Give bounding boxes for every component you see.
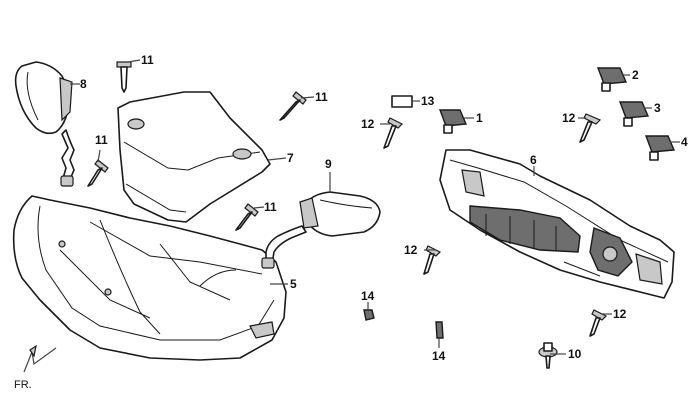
nut-14-left — [363, 309, 375, 321]
callout-4: 4 — [681, 135, 688, 149]
callout-13: 13 — [421, 94, 435, 108]
callout-12: 12 — [404, 243, 418, 257]
screw-11-left — [87, 159, 109, 187]
clip-14-right — [435, 321, 444, 339]
callout-1: 1 — [476, 111, 483, 125]
callout-12: 12 — [613, 307, 627, 321]
callout-11: 11 — [95, 133, 108, 147]
screw-11-right — [279, 91, 307, 121]
direction-arrow-icon — [23, 347, 57, 373]
callout-6: 6 — [530, 153, 537, 167]
callout-3: 3 — [654, 101, 661, 115]
bolt-10 — [538, 342, 558, 369]
left-mirror — [14, 61, 75, 187]
callout-5: 5 — [290, 277, 297, 291]
top-cover — [117, 91, 271, 223]
right-mirror — [261, 191, 381, 269]
screw-12-d — [589, 309, 608, 337]
callout-12: 12 — [562, 111, 576, 125]
rear-handlebar-cover — [439, 149, 675, 299]
label-plate — [391, 95, 413, 108]
callout-8: 8 — [80, 77, 87, 91]
screw-12-a — [383, 117, 404, 149]
callout-11: 11 — [141, 53, 154, 67]
callout-12: 12 — [361, 117, 375, 131]
clip-3 — [618, 101, 650, 127]
callout-labels: 11 8 11 11 7 11 9 5 13 12 1 6 2 3 4 12 1… — [80, 53, 688, 363]
clip-4 — [644, 135, 676, 161]
screw-11-mid — [235, 203, 259, 231]
clip-1 — [438, 109, 468, 134]
screw-12-b — [579, 113, 602, 143]
front-handlebar-cover — [12, 195, 287, 361]
screw-12-c — [423, 245, 442, 275]
callout-11: 11 — [264, 200, 277, 214]
front-direction-indicator: FR. — [14, 344, 57, 391]
callout-7: 7 — [287, 151, 294, 165]
direction-label: FR. — [14, 379, 32, 391]
callout-10: 10 — [568, 347, 582, 361]
leader-lines — [70, 59, 680, 355]
screw-11-top — [116, 61, 132, 93]
callout-9: 9 — [325, 157, 332, 171]
callout-11: 11 — [315, 90, 328, 104]
callout-14: 14 — [361, 289, 375, 303]
callout-14: 14 — [432, 349, 446, 363]
clip-2 — [596, 67, 628, 92]
callout-2: 2 — [632, 68, 639, 82]
